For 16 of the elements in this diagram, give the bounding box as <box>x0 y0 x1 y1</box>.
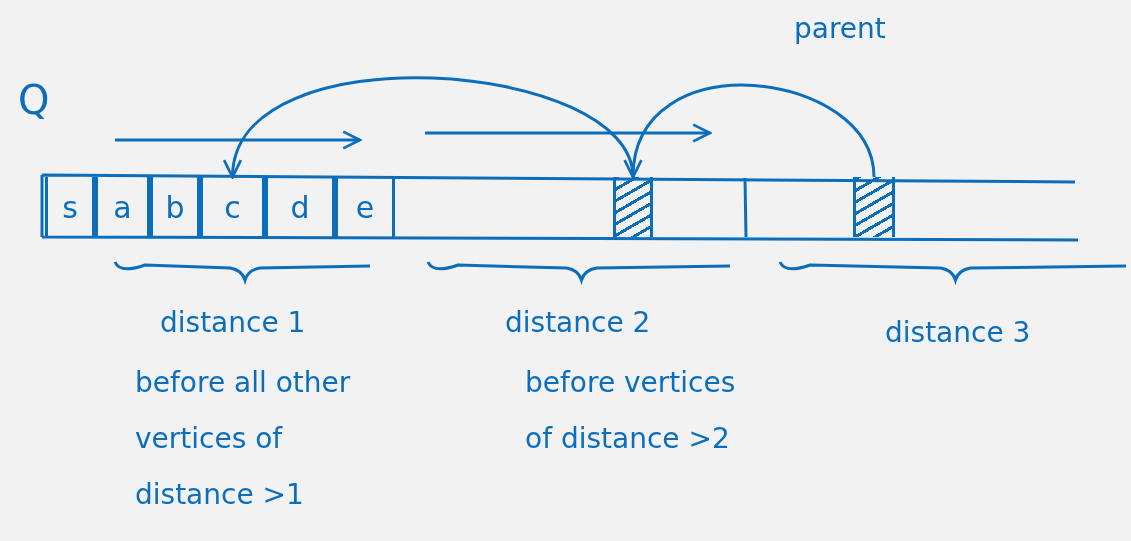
note-text: before all other vertices of distance >1 <box>135 365 352 513</box>
queue-cell: b <box>150 177 200 237</box>
note-text: distance 2 <box>505 305 652 341</box>
curved-arrow <box>226 76 635 179</box>
note-text: distance 1 <box>160 305 307 341</box>
note-text: distance 3 <box>885 315 1032 351</box>
queue-cell: d <box>265 177 335 237</box>
queue-cell: s <box>45 177 95 237</box>
curved-arrow <box>625 84 876 179</box>
queue-cell: a <box>95 177 150 237</box>
queue-cell: c <box>200 177 265 237</box>
hatched-queue-cell <box>613 177 653 237</box>
queue-label: Q <box>18 76 51 125</box>
note-text: before vertices of distance >2 <box>525 365 737 457</box>
queue-cell: e <box>335 177 395 237</box>
hatched-queue-cell <box>853 177 895 237</box>
